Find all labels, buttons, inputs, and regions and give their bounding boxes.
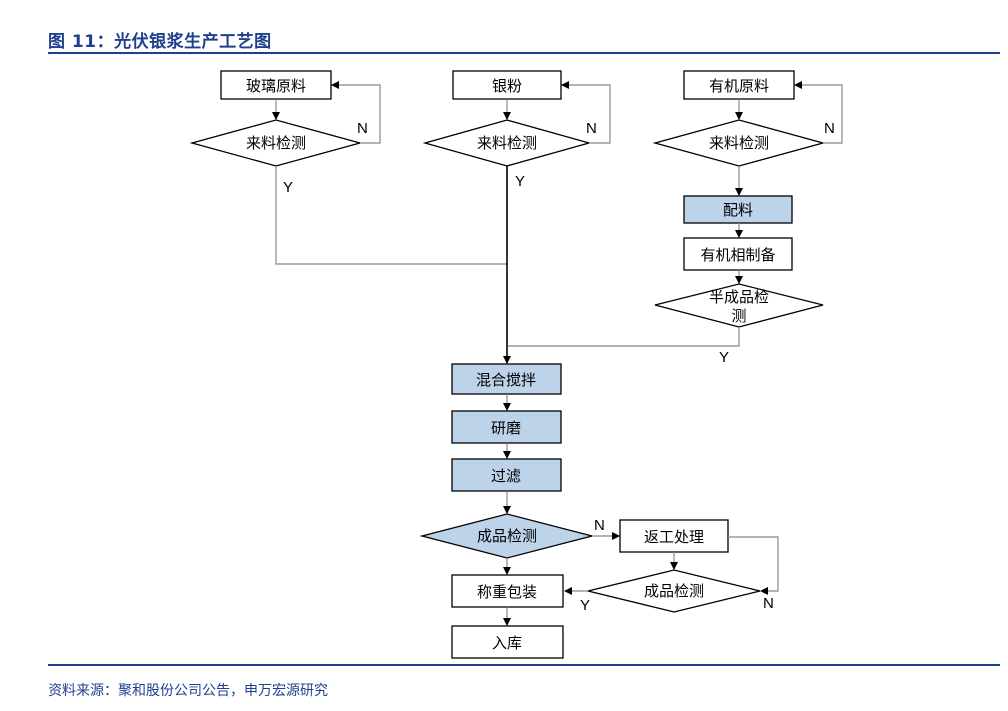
source-note: 资料来源：聚和股份公司公告，申万宏源研究 [48, 683, 328, 699]
node-batching-label: 配料 [723, 201, 753, 219]
node-semi-check-label-1: 半成品检 [709, 288, 769, 306]
edge-silver-reject-loop [561, 81, 611, 144]
node-grinding [451, 410, 562, 444]
node-warehouse-label: 入库 [492, 634, 522, 652]
node-rework [619, 519, 729, 553]
node-grinding-label: 研磨 [491, 419, 521, 437]
edge-glass-to-merge [275, 166, 507, 265]
node-rework-label: 返工处理 [644, 528, 704, 546]
node-organic-raw-label: 有机原料 [709, 77, 769, 95]
node-filtering-label: 过滤 [491, 467, 521, 485]
node-weigh-pack [451, 574, 564, 608]
label-y-semi: Y [719, 349, 729, 366]
node-semi-check-label-2: 测 [731, 307, 746, 325]
label-n-silver: N [586, 120, 597, 137]
edge-recheck-reject-loop [728, 536, 779, 595]
node-semi-check [654, 283, 824, 328]
label-n-organic: N [824, 120, 835, 137]
edge-semicheck-to-merge [508, 327, 740, 347]
node-warehouse [451, 625, 564, 659]
node-recheck-label: 成品检测 [644, 582, 704, 600]
node-weigh-pack-label: 称重包装 [477, 583, 537, 601]
node-check-organic-label: 来料检测 [709, 134, 769, 152]
top-rule [48, 52, 1000, 54]
bottom-rule [48, 664, 1000, 666]
label-n-recheck: N [763, 595, 774, 612]
figure-title: 图 11：光伏银浆生产工艺图 [48, 32, 272, 52]
node-organic-prep-label: 有机相制备 [700, 246, 775, 264]
node-silver-powder-label: 银粉 [492, 77, 522, 95]
label-y-silver: Y [515, 173, 525, 190]
node-product-check-label: 成品检测 [477, 527, 537, 545]
node-check-silver-label: 来料检测 [477, 134, 537, 152]
node-glass-raw-label: 玻璃原料 [246, 77, 306, 95]
node-filtering [451, 458, 562, 492]
label-y-glass: Y [283, 179, 293, 196]
node-organic-prep [683, 237, 793, 271]
label-n-glass: N [357, 120, 368, 137]
node-mixing-label: 混合搅拌 [476, 371, 536, 389]
edge-glass-reject-loop [331, 81, 381, 144]
node-batching [683, 195, 793, 224]
node-check-glass-label: 来料检测 [246, 134, 306, 152]
edge-organic-reject-loop [794, 81, 843, 144]
label-n-product: N [594, 517, 605, 534]
label-y-recheck: Y [580, 597, 590, 614]
